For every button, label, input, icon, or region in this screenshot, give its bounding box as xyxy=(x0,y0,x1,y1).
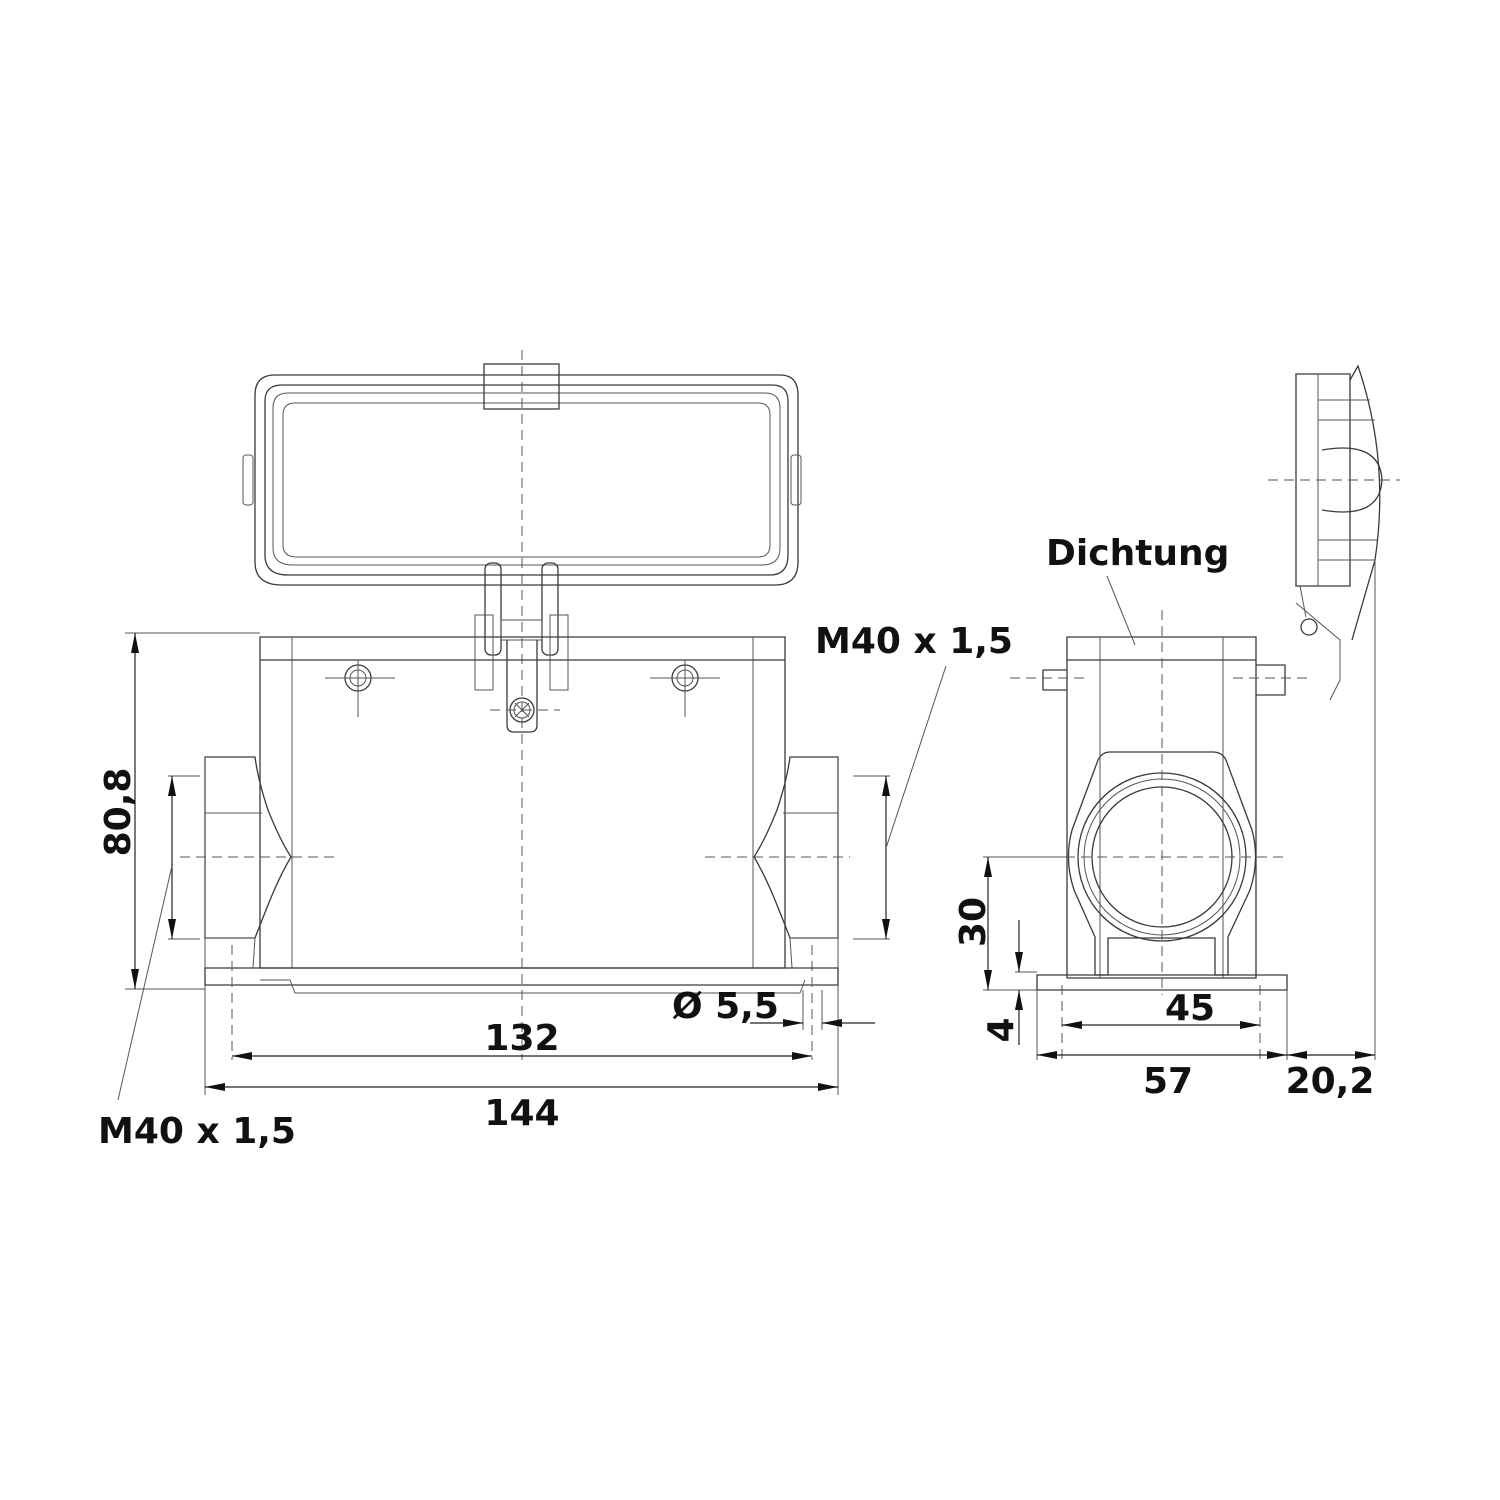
dimension-thread-left: M40 x 1,5 xyxy=(98,775,296,1152)
hole-diameter-label: Ø 5,5 xyxy=(672,986,779,1027)
lever-center-clip xyxy=(483,363,560,410)
dimension-lid-offset: 20,2 xyxy=(1286,560,1376,1102)
locking-lever xyxy=(242,363,802,733)
dimension-side-hole-spacing: 45 xyxy=(1062,988,1260,1029)
height-label: 80,8 xyxy=(98,768,139,857)
side-view: Dichtung 30 4 45 57 xyxy=(953,364,1400,1102)
dimension-flange-thickness: 4 xyxy=(981,920,1037,1045)
lid xyxy=(1295,364,1383,701)
front-view: 80,8 M40 x 1,5 M40 x 1,5 Ø 5,5 132 xyxy=(98,350,1013,1152)
base-width-label: 57 xyxy=(1143,1061,1193,1102)
dimension-entry-height: 30 xyxy=(953,856,1065,991)
thread-right-label: M40 x 1,5 xyxy=(815,621,1013,662)
hole-spacing-label: 132 xyxy=(484,1018,559,1059)
flange-thickness-label: 4 xyxy=(981,1017,1022,1042)
seal-callout: Dichtung xyxy=(1046,533,1229,646)
dimension-overall-width: 144 xyxy=(205,1083,838,1134)
side-hole-spacing-label: 45 xyxy=(1165,988,1215,1029)
dimension-hole-spacing: 132 xyxy=(232,1018,812,1060)
housing-body xyxy=(204,636,839,1095)
thread-left-label: M40 x 1,5 xyxy=(98,1111,296,1152)
dimension-hole-diameter: Ø 5,5 xyxy=(672,986,875,1030)
dimension-thread-right: M40 x 1,5 xyxy=(815,621,1013,940)
entry-height-label: 30 xyxy=(953,897,994,947)
dimension-height-80-8: 80,8 xyxy=(98,632,260,990)
dimension-base-width: 57 xyxy=(1036,990,1288,1102)
seal-label: Dichtung xyxy=(1046,533,1229,574)
lid-offset-label: 20,2 xyxy=(1286,1061,1375,1102)
overall-width-label: 144 xyxy=(484,1093,559,1134)
